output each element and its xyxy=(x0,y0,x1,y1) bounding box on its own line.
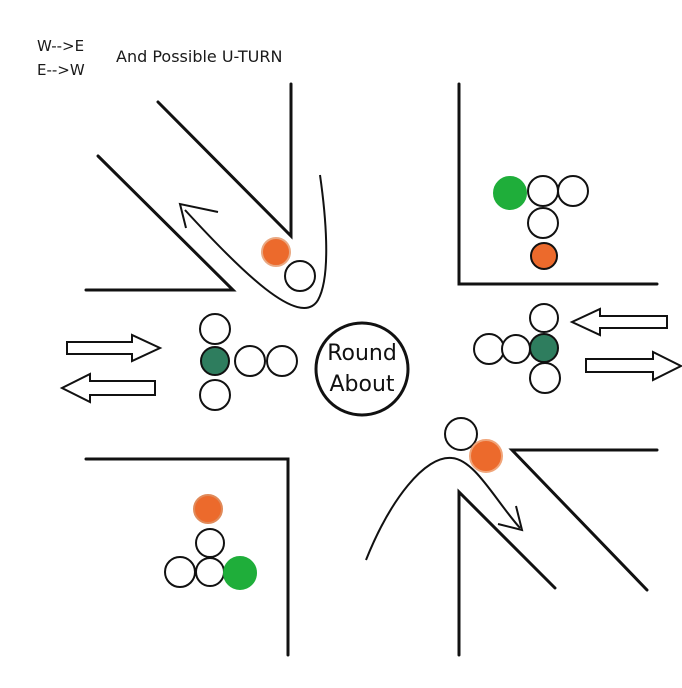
arrow-westbound-west xyxy=(59,372,156,404)
u-turn-arrowhead-south xyxy=(497,505,524,532)
road-edge-right-bottom xyxy=(508,448,659,592)
light-ne-off-2 xyxy=(557,175,589,207)
road-edge-left-top xyxy=(84,154,237,292)
roundabout-label-round: Round xyxy=(327,341,397,366)
light-sw-off-3 xyxy=(195,557,225,587)
road-edge-bottom-right xyxy=(457,488,557,657)
light-west-off-top xyxy=(199,313,231,345)
roundabout-label-about: About xyxy=(329,372,394,397)
light-west-off-mid2 xyxy=(266,345,298,377)
road-edge-top-left xyxy=(156,82,293,240)
light-ne-green xyxy=(493,176,527,210)
arrow-eastbound-west xyxy=(66,333,163,363)
light-sw-green xyxy=(223,556,257,590)
u-turn-note: And Possible U-TURN xyxy=(116,47,283,66)
road-edge-left-bottom xyxy=(84,457,290,657)
light-east-off-left2 xyxy=(501,334,531,364)
light-north-red xyxy=(261,237,291,267)
light-south-red xyxy=(469,439,503,473)
u-turn-path-south xyxy=(365,456,521,561)
light-ne-off-1 xyxy=(527,175,559,207)
roundabout-circle xyxy=(314,321,410,417)
u-turn-path-north xyxy=(184,174,328,309)
light-west-off-mid1 xyxy=(234,345,266,377)
arrow-eastbound-east xyxy=(585,350,682,382)
light-sw-off-2 xyxy=(164,556,196,588)
light-east-off-left1 xyxy=(473,333,505,365)
arrow-westbound-east xyxy=(569,307,668,337)
light-east-teal xyxy=(529,333,559,363)
light-sw-off-1 xyxy=(195,528,225,558)
legend-east-to-west: E-->W xyxy=(37,61,85,79)
legend-west-to-east: W-->E xyxy=(37,37,85,55)
light-west-off-bottom xyxy=(199,379,231,411)
light-east-off-bottom xyxy=(529,362,561,394)
light-ne-red xyxy=(530,242,558,270)
light-south-off xyxy=(444,417,478,451)
light-west-teal xyxy=(200,346,230,376)
light-east-off-top xyxy=(529,303,559,333)
u-turn-arrowhead-north xyxy=(178,202,219,229)
road-edge-top-right xyxy=(457,82,659,286)
light-sw-red xyxy=(193,494,223,524)
light-ne-off-3 xyxy=(527,207,559,239)
light-north-off xyxy=(284,260,316,292)
